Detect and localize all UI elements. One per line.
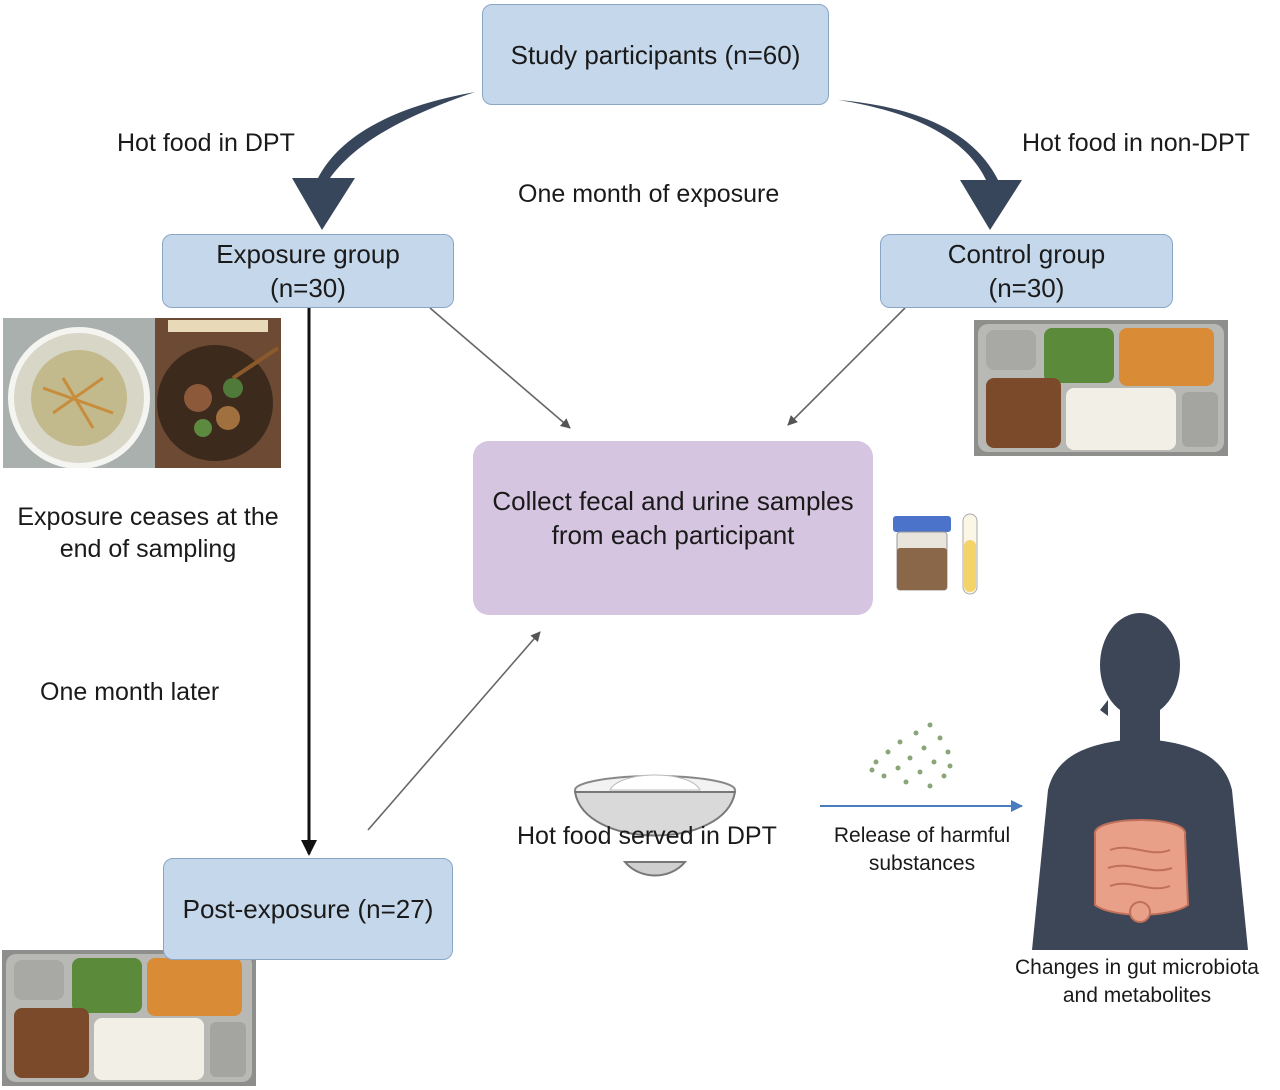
urine-tube-icon	[962, 513, 978, 595]
exposure-ceases-label: Exposure ceases at the end of sampling	[0, 501, 296, 565]
control-group-count: (n=30)	[988, 273, 1065, 303]
post-exposure-label: Post-exposure (n=27)	[182, 894, 434, 924]
food-tray-photo-icon	[2, 950, 256, 1086]
release-substances-label: Release of harmful substances	[812, 822, 1032, 878]
one-month-later-label: One month later	[40, 678, 220, 706]
food-tray-photo-icon	[974, 320, 1228, 456]
rice-bowl-icon	[573, 774, 737, 877]
study-participants-box: Study participants (n=60)	[482, 4, 829, 105]
intestines-icon	[1094, 819, 1190, 923]
gut-changes-line2: and metabolites	[1062, 984, 1212, 1007]
hot-food-non-dpt-label: Hot food in non-DPT	[1022, 129, 1250, 157]
arrow-control-to-collect	[787, 307, 906, 426]
hot-food-dpt-label: Hot food in DPT	[117, 129, 295, 157]
collect-samples-line1: Collect fecal and urine samples	[492, 486, 854, 516]
exposure-ceases-line2: end of sampling	[59, 535, 237, 563]
study-participants-label: Study participants (n=60)	[510, 39, 801, 70]
exposure-ceases-line1: Exposure ceases at the	[17, 503, 279, 531]
release-line2: substances	[868, 852, 976, 875]
collect-samples-line2: from each participant	[551, 520, 795, 550]
exposure-group-count: (n=30)	[270, 273, 346, 303]
control-group-box: Control group (n=30)	[880, 234, 1173, 308]
gut-changes-label: Changes in gut microbiota and metabolite…	[992, 954, 1280, 1010]
post-exposure-box: Post-exposure (n=27)	[163, 858, 453, 960]
arrow-study-to-exposure	[292, 92, 475, 230]
one-month-exposure-label: One month of exposure	[518, 180, 780, 208]
takeout-bowls-photo-icon	[3, 318, 281, 468]
exposure-group-box: Exposure group (n=30)	[162, 234, 454, 308]
arrow-exposure-to-collect	[429, 307, 571, 429]
control-group-title: Control group	[947, 239, 1106, 269]
arrow-study-to-control	[838, 100, 1022, 230]
release-line1: Release of harmful	[833, 824, 1011, 847]
particles-icon	[869, 722, 953, 789]
exposure-group-title: Exposure group	[216, 239, 400, 269]
arrow-post-to-collect	[367, 631, 541, 831]
hot-food-served-label: Hot food served in DPT	[517, 822, 777, 850]
fecal-sample-cup-icon	[893, 516, 951, 591]
gut-changes-line1: Changes in gut microbiota	[1015, 956, 1259, 979]
collect-samples-box: Collect fecal and urine samples from eac…	[473, 441, 873, 615]
